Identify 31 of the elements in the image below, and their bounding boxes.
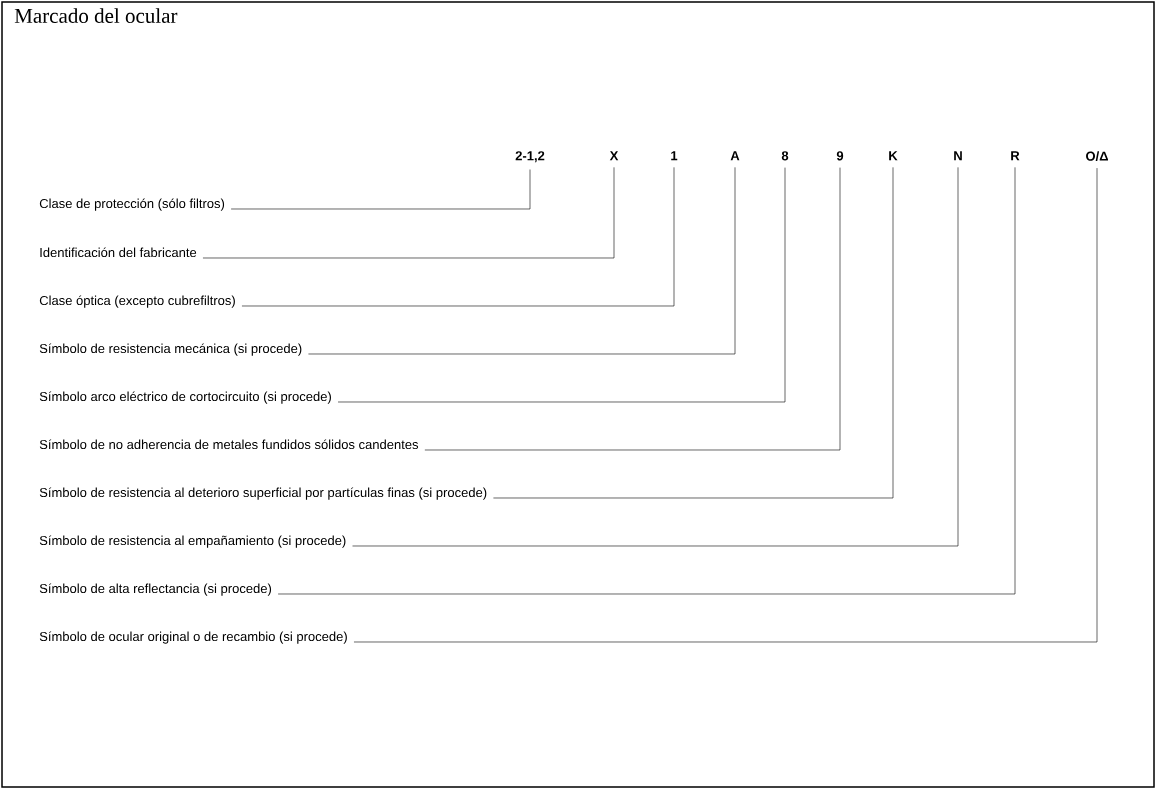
marking-symbol: N xyxy=(954,151,962,161)
marking-symbol: O/Δ xyxy=(1086,151,1108,161)
leader-line xyxy=(352,167,959,547)
description-label: Símbolo de resistencia al deterioro superficial por partículas finas (si procede) xyxy=(39,487,487,500)
leader-line xyxy=(308,167,736,355)
marking-symbol: 1 xyxy=(671,151,678,161)
description-label: Símbolo de alta reflectancia (si procede) xyxy=(39,583,272,596)
marking-symbol: X xyxy=(609,151,619,161)
description-label: Símbolo de no adherencia de metales fundidos sólidos candentes xyxy=(39,439,419,450)
description-label: Identificación del fabricante xyxy=(40,247,197,258)
leader-line xyxy=(337,167,786,403)
description-label: Símbolo arco eléctrico de cortocircuito (si procede) xyxy=(39,391,331,404)
marking-symbol: A xyxy=(730,151,740,161)
marking-symbol: K xyxy=(889,151,898,161)
marking-symbol: R xyxy=(1011,151,1020,161)
description-label: Símbolo de resistencia al empañamiento (si procede) xyxy=(39,535,346,548)
leader-line xyxy=(424,167,841,451)
marking-symbol: 2-1,2 xyxy=(515,151,545,163)
leader-line xyxy=(277,167,1016,595)
leader-line xyxy=(493,167,894,499)
description-label: Símbolo de ocular original o de recambio (si procede) xyxy=(39,631,347,644)
leader-line xyxy=(230,169,531,210)
marking-symbol: 8 xyxy=(781,151,789,161)
leader-line xyxy=(353,167,1098,643)
leader-line xyxy=(241,167,675,307)
description-label: Clase óptica (excepto cubrefiltros) xyxy=(39,295,235,308)
title: Marcado del ocular xyxy=(14,8,178,23)
marking-symbol: 9 xyxy=(836,151,844,161)
description-label: Clase de protección (sólo filtros) xyxy=(39,198,225,211)
leader-line xyxy=(202,167,615,259)
description-label: Símbolo de resistencia mecánica (si procede) xyxy=(39,343,302,356)
